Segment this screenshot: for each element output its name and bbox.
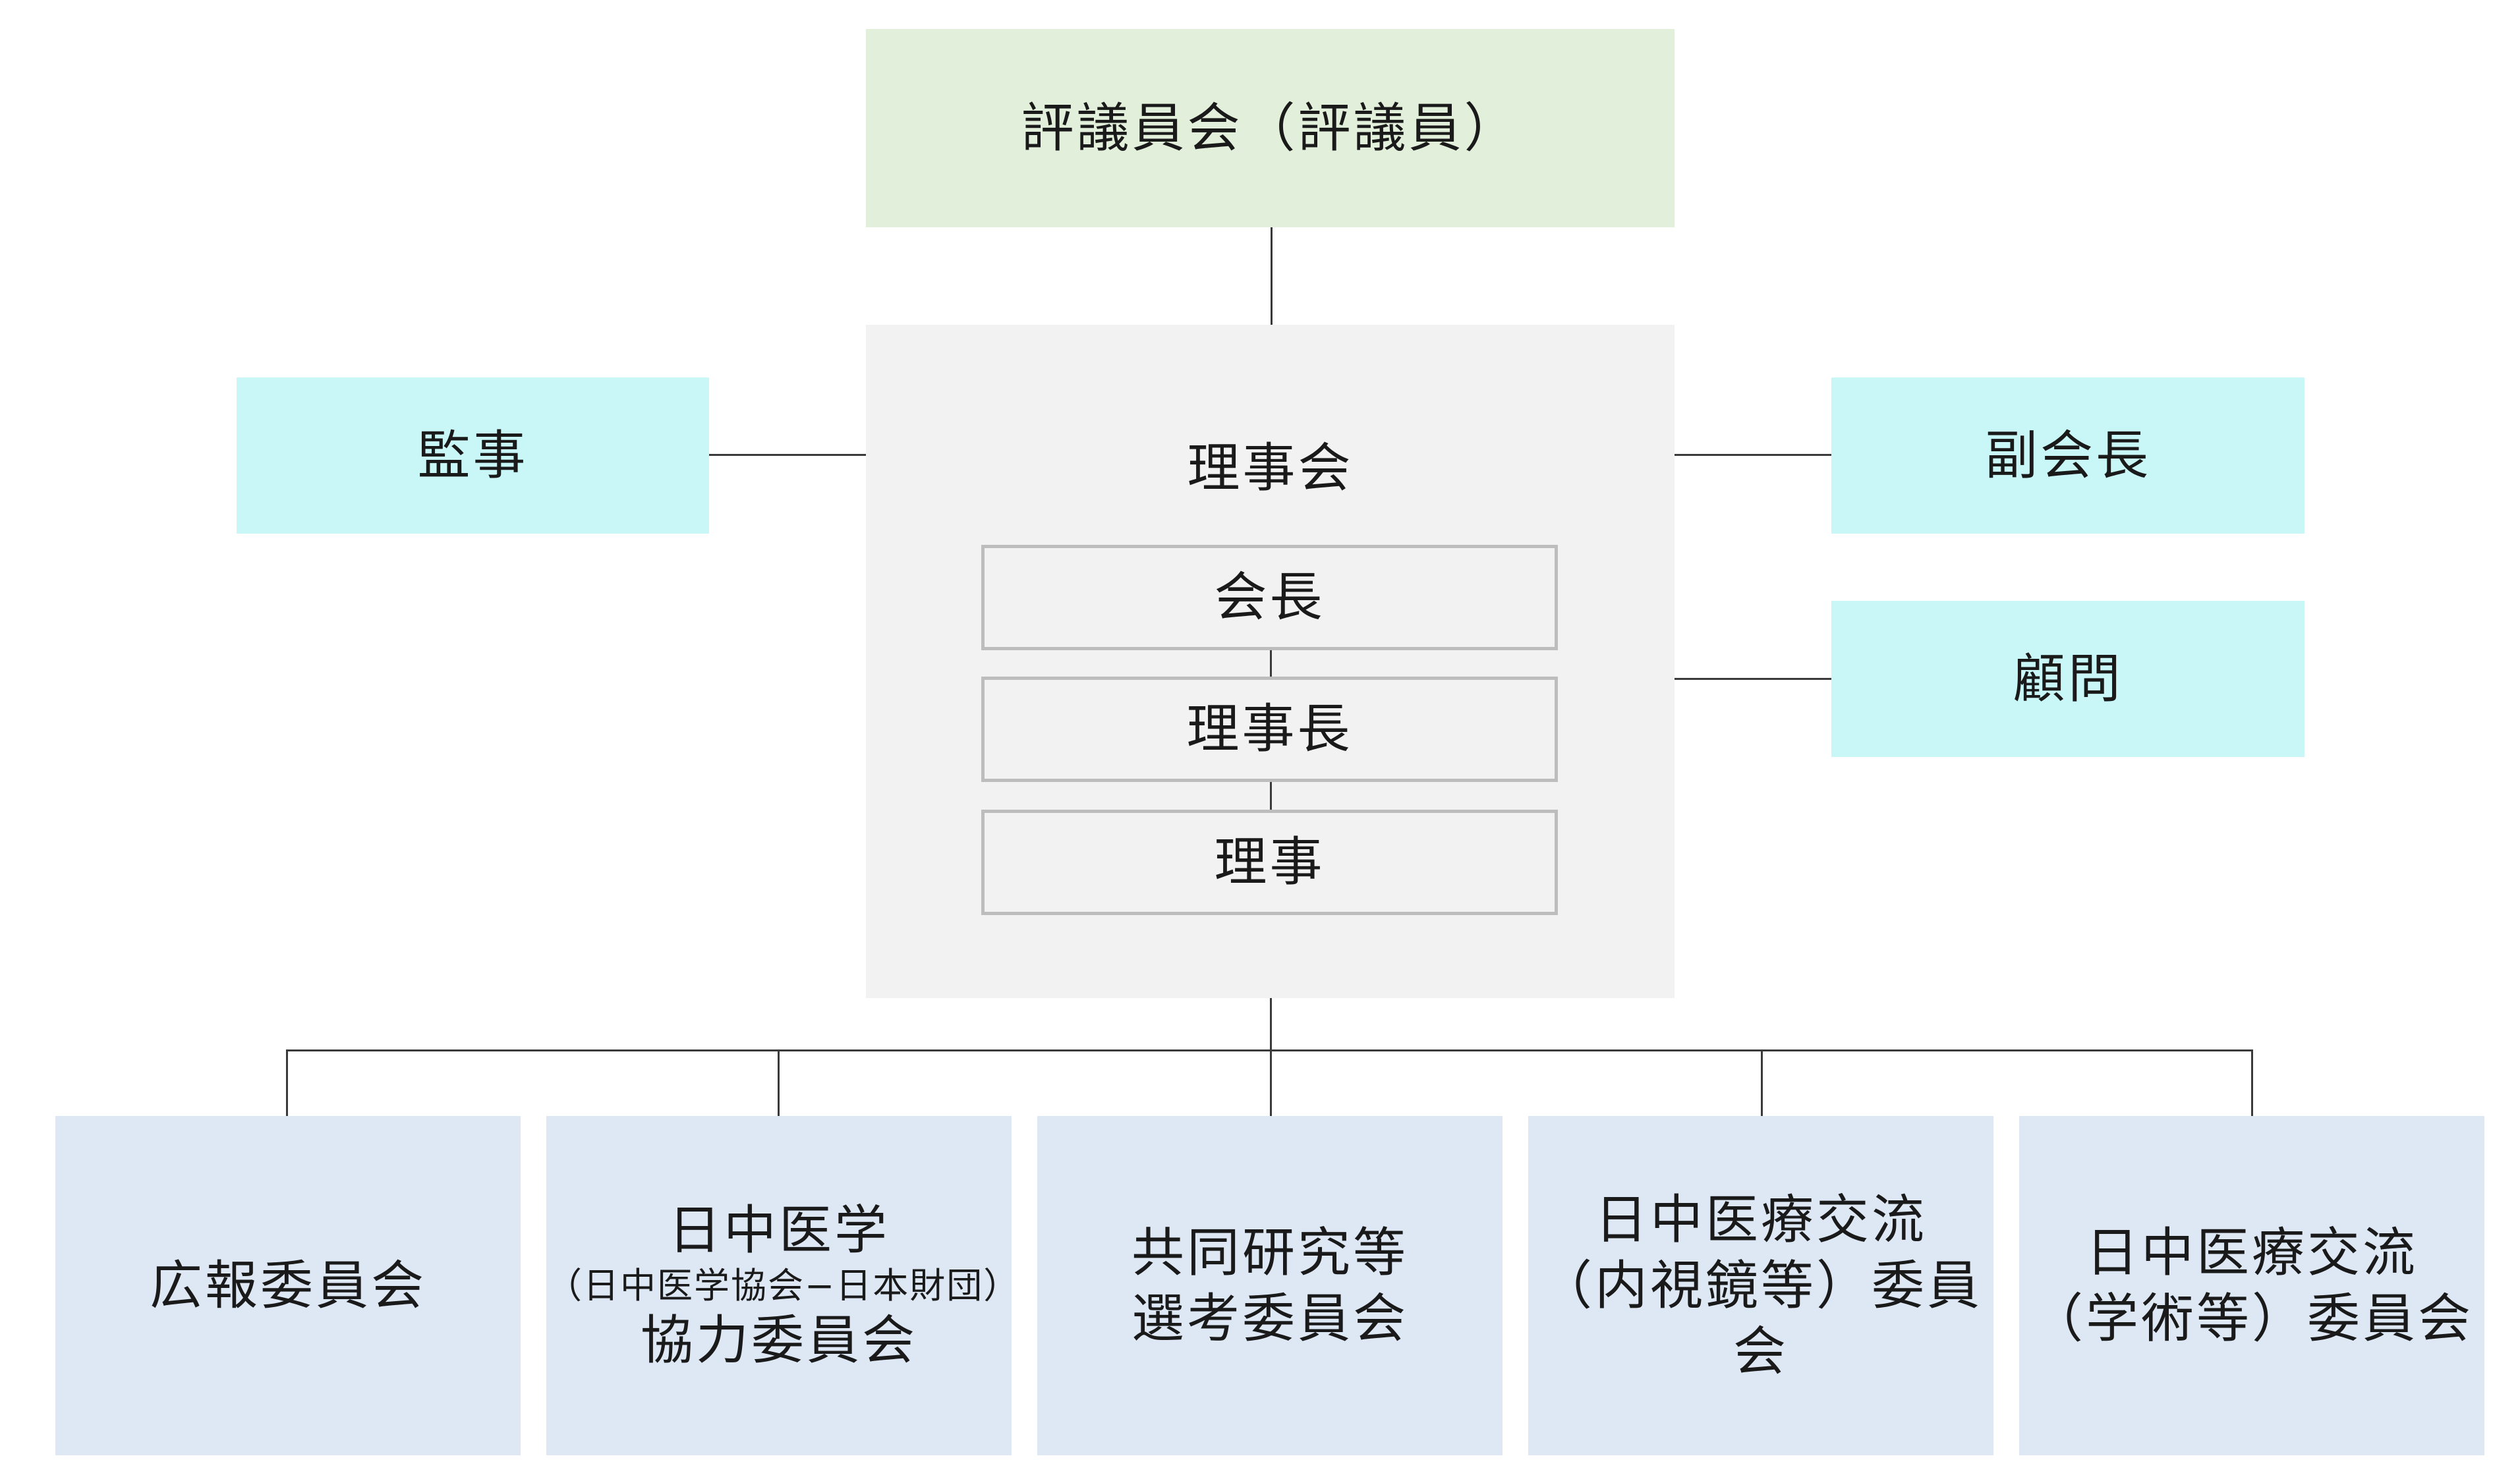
connector-committee-3 — [1270, 1049, 1272, 1116]
connector-role-2-3 — [1270, 782, 1272, 810]
committee-label: 日中医学 （日中医学協会−日本財団） 協力委員会 — [546, 1198, 1021, 1374]
vice-president-label: 副会長 — [1985, 424, 2151, 486]
board-label: 理事会 — [1187, 437, 1354, 499]
committee-label-subline: （日中医学協会−日本財団） — [546, 1264, 1021, 1306]
committee-joint-research: 共同研究等 選考委員会 — [1037, 1116, 1503, 1455]
board-role-director: 理事 — [981, 810, 1558, 915]
connector-auditor-board — [709, 454, 866, 456]
committee-label: 日中医療交流 （内視鏡等）委員会 — [1528, 1187, 1993, 1385]
committee-bus-line — [286, 1049, 2252, 1051]
committee-label-line: 選考委員会 — [1131, 1287, 1408, 1349]
board-role-label: 理事長 — [1186, 698, 1353, 760]
board-role-label: 会長 — [1214, 567, 1325, 628]
connector-committee-5 — [2251, 1049, 2253, 1116]
connector-council-board — [1271, 227, 1273, 325]
board-role-chairman: 会長 — [981, 545, 1558, 650]
committee-label-line: （内視鏡等）委員会 — [1539, 1254, 1982, 1382]
committee-label-line: 日中医学 — [668, 1199, 890, 1261]
connector-board-vice-president — [1675, 454, 1831, 456]
board-role-label: 理事 — [1214, 831, 1325, 893]
connector-role-1-2 — [1270, 650, 1272, 677]
advisor-label: 顧問 — [2013, 648, 2123, 710]
connector-board-advisor — [1675, 678, 1831, 680]
committee-label: 日中医療交流 （学術等）委員会 — [2030, 1220, 2473, 1352]
board-role-board-chair: 理事長 — [981, 677, 1558, 782]
advisor-box: 顧問 — [1831, 601, 2305, 757]
vice-president-box: 副会長 — [1831, 377, 2305, 534]
connector-board-committees — [1270, 998, 1272, 1051]
auditor-box: 監事 — [237, 377, 709, 534]
committee-medical-cooperation: 日中医学 （日中医学協会−日本財団） 協力委員会 — [546, 1116, 1021, 1455]
council-box: 評議員会（評議員） — [866, 29, 1675, 227]
committee-label-line: 協力委員会 — [641, 1310, 917, 1372]
committee-label-line: （学術等）委員会 — [2030, 1287, 2473, 1349]
committee-pr: 広報委員会 — [55, 1116, 521, 1455]
committee-label: 広報委員会 — [150, 1254, 426, 1316]
connector-committee-1 — [286, 1049, 288, 1116]
committee-endoscopy-exchange: 日中医療交流 （内視鏡等）委員会 — [1528, 1116, 1993, 1455]
connector-committee-2 — [778, 1049, 780, 1116]
committee-academic-exchange: 日中医療交流 （学術等）委員会 — [2019, 1116, 2484, 1455]
committee-label-line: 日中医療交流 — [2086, 1221, 2418, 1283]
committee-label: 共同研究等 選考委員会 — [1131, 1220, 1408, 1352]
auditor-label: 監事 — [417, 424, 529, 486]
council-label: 評議員会（評議員） — [1021, 97, 1520, 159]
connector-committee-4 — [1761, 1049, 1763, 1116]
committee-label-line: 日中医療交流 — [1595, 1188, 1927, 1250]
committee-label-line: 共同研究等 — [1131, 1221, 1408, 1283]
